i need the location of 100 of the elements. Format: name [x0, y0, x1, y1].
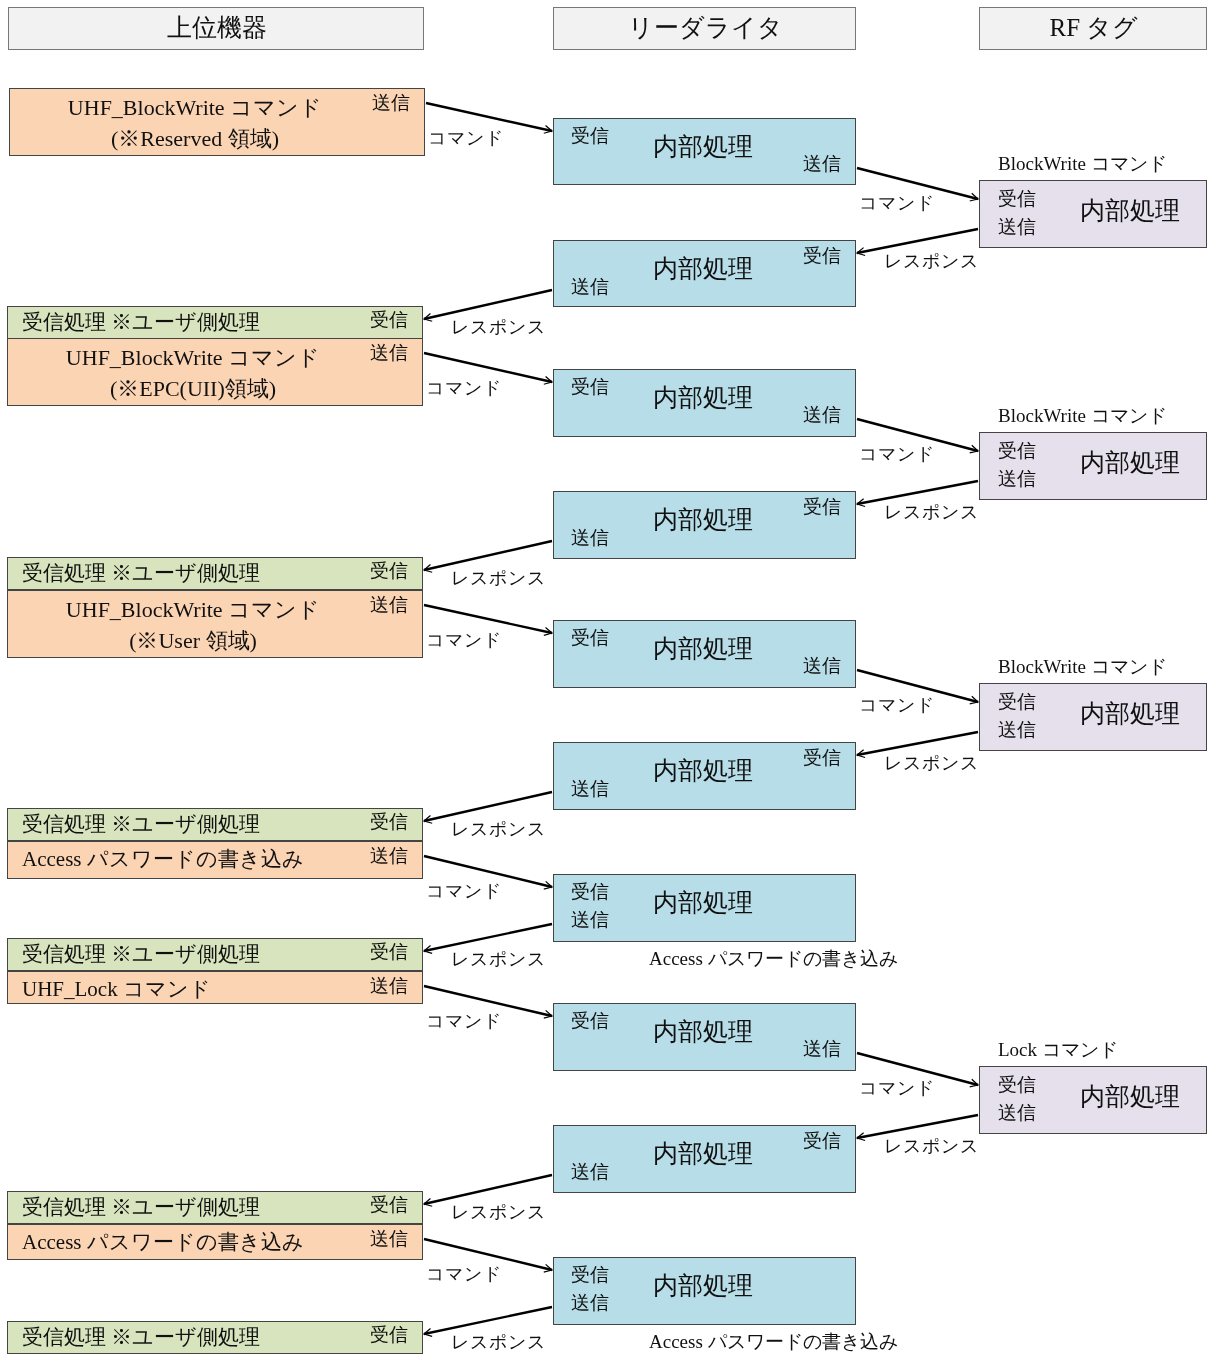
status-box — [7, 1191, 423, 1224]
arrow — [423, 603, 553, 636]
edge-label: コマンド — [426, 379, 502, 399]
arrow — [856, 166, 979, 202]
edge-label: レスポンス — [884, 754, 979, 774]
edge-label: レスポンス — [884, 503, 979, 523]
command-label: Access パスワードの書き込み — [22, 847, 304, 872]
arrow — [856, 1113, 979, 1142]
arrow — [856, 227, 979, 257]
receive-label: 受信 — [571, 1010, 609, 1032]
send-label: 送信 — [803, 655, 841, 677]
arrow — [423, 1237, 553, 1273]
receive-label: 受信 — [803, 747, 841, 769]
process-box — [553, 874, 856, 942]
status-label: 受信処理 ※ユーザ側処理 — [22, 812, 261, 837]
tag-box — [979, 683, 1207, 751]
process-label: 内部処理 — [653, 757, 753, 786]
arrow — [423, 539, 553, 573]
receive-label: 受信 — [370, 560, 408, 582]
process-label: 内部処理 — [653, 1272, 753, 1301]
send-label: 送信 — [571, 778, 609, 800]
process-box — [553, 1257, 856, 1325]
send-label: 送信 — [571, 1292, 609, 1314]
command-label: UHF_BlockWrite コマンド (※Reserved 領域) — [66, 94, 324, 153]
status-label: 受信処理 ※ユーザ側処理 — [22, 1195, 261, 1220]
command-label: UHF_BlockWrite コマンド (※EPC(UII)領域) — [64, 344, 322, 403]
process-label: 内部処理 — [653, 255, 753, 284]
receive-label: 受信 — [571, 627, 609, 649]
edge-label: コマンド — [859, 194, 935, 214]
receive-label: 受信 — [998, 188, 1036, 210]
arrow — [856, 1051, 979, 1088]
arrow — [856, 730, 979, 759]
send-label: 送信 — [370, 845, 408, 867]
tag-box — [979, 1066, 1207, 1134]
process-box — [553, 1003, 856, 1071]
send-label: 送信 — [372, 92, 410, 114]
send-label: 送信 — [571, 527, 609, 549]
status-box — [7, 557, 423, 590]
send-label: 送信 — [571, 1161, 609, 1183]
edge-label: レスポンス — [451, 569, 546, 589]
status-box — [7, 306, 423, 339]
status-box — [7, 1321, 423, 1354]
process-label: 内部処理 — [1080, 1083, 1180, 1112]
send-label: 送信 — [803, 1038, 841, 1060]
process-box — [553, 620, 856, 688]
process-label: 内部処理 — [653, 506, 753, 535]
edge-label: コマンド — [428, 129, 504, 149]
arrow — [423, 854, 553, 890]
process-label: 内部処理 — [653, 133, 753, 162]
process-box — [553, 369, 856, 437]
receive-label: 受信 — [370, 941, 408, 963]
send-label: 送信 — [370, 342, 408, 364]
receive-label: 受信 — [998, 440, 1036, 462]
receive-label: 受信 — [571, 125, 609, 147]
arrow — [423, 922, 553, 954]
command-label: UHF_Lock コマンド — [22, 977, 211, 1002]
command-label: Access パスワードの書き込み — [22, 1230, 304, 1255]
status-label: 受信処理 ※ユーザ側処理 — [22, 942, 261, 967]
edge-label: レスポンス — [884, 252, 979, 272]
arrow — [856, 479, 979, 508]
caption-text: Lock コマンド — [998, 1039, 1118, 1061]
receive-label: 受信 — [998, 691, 1036, 713]
send-label: 送信 — [571, 276, 609, 298]
send-label: 送信 — [998, 216, 1036, 238]
status-label: 受信処理 ※ユーザ側処理 — [22, 310, 261, 335]
process-label: 内部処理 — [653, 889, 753, 918]
process-box — [553, 742, 856, 810]
process-label: 内部処理 — [653, 384, 753, 413]
receive-label: 受信 — [803, 245, 841, 267]
edge-label: レスポンス — [884, 1137, 979, 1157]
process-label: 内部処理 — [1080, 197, 1180, 226]
send-label: 送信 — [998, 719, 1036, 741]
caption-text: BlockWrite コマンド — [998, 153, 1167, 175]
edge-label: コマンド — [426, 882, 502, 902]
process-box — [553, 118, 856, 185]
process-label: 内部処理 — [653, 1140, 753, 1169]
command-box — [7, 338, 423, 406]
send-label: 送信 — [370, 594, 408, 616]
receive-label: 受信 — [370, 1324, 408, 1346]
receive-label: 受信 — [803, 1130, 841, 1152]
arrow — [423, 351, 553, 385]
process-box — [553, 1125, 856, 1193]
arrow — [423, 984, 553, 1019]
send-label: 送信 — [370, 975, 408, 997]
send-label: 送信 — [571, 909, 609, 931]
process-box — [553, 491, 856, 559]
send-label: 送信 — [998, 468, 1036, 490]
caption-text: BlockWrite コマンド — [998, 656, 1167, 678]
edge-label: レスポンス — [451, 950, 546, 970]
process-label: 内部処理 — [1080, 449, 1180, 478]
edge-label: コマンド — [426, 1265, 502, 1285]
caption-text: Access パスワードの書き込み — [649, 1331, 898, 1353]
status-label: 受信処理 ※ユーザ側処理 — [22, 1325, 261, 1350]
receive-label: 受信 — [803, 496, 841, 518]
edge-label: レスポンス — [451, 1333, 546, 1353]
edge-label: コマンド — [859, 1079, 935, 1099]
command-label: UHF_BlockWrite コマンド (※User 領域) — [64, 596, 322, 655]
header-box — [8, 7, 424, 50]
edge-label: コマンド — [859, 696, 935, 716]
send-label: 送信 — [370, 1228, 408, 1250]
